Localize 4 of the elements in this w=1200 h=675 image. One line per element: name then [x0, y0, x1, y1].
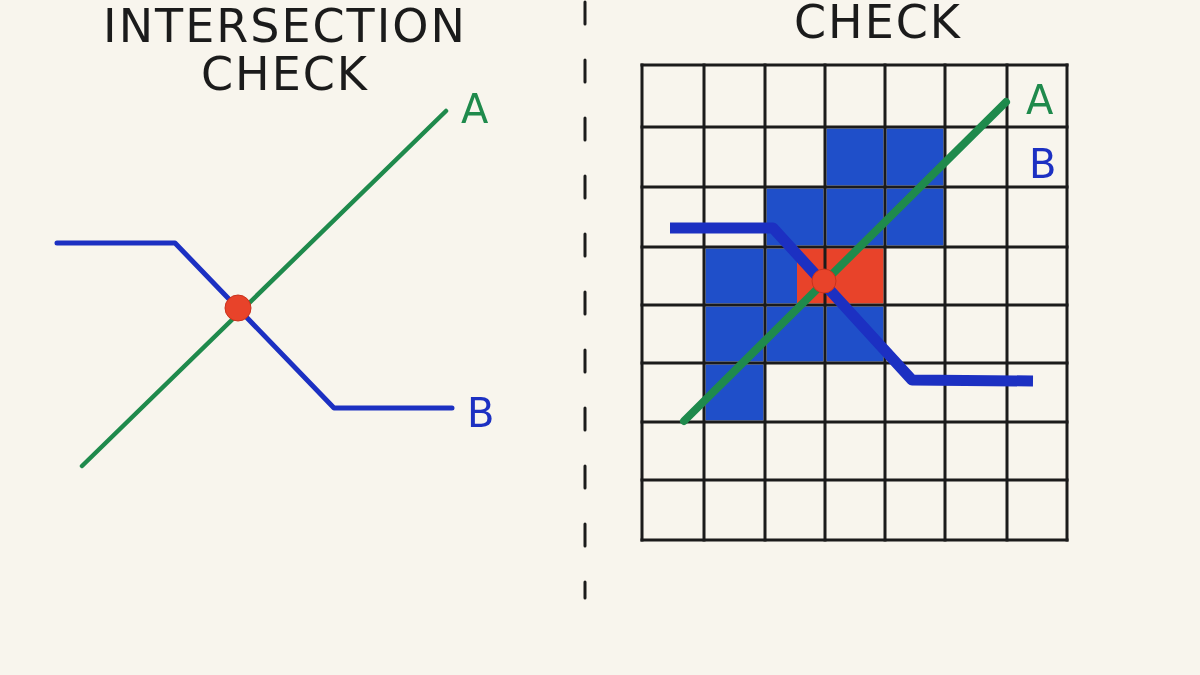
line-label: A — [1026, 80, 1054, 120]
line-label: B — [467, 393, 495, 433]
line-label: B — [1029, 144, 1057, 184]
panel-heading: CHECK — [793, 0, 963, 46]
